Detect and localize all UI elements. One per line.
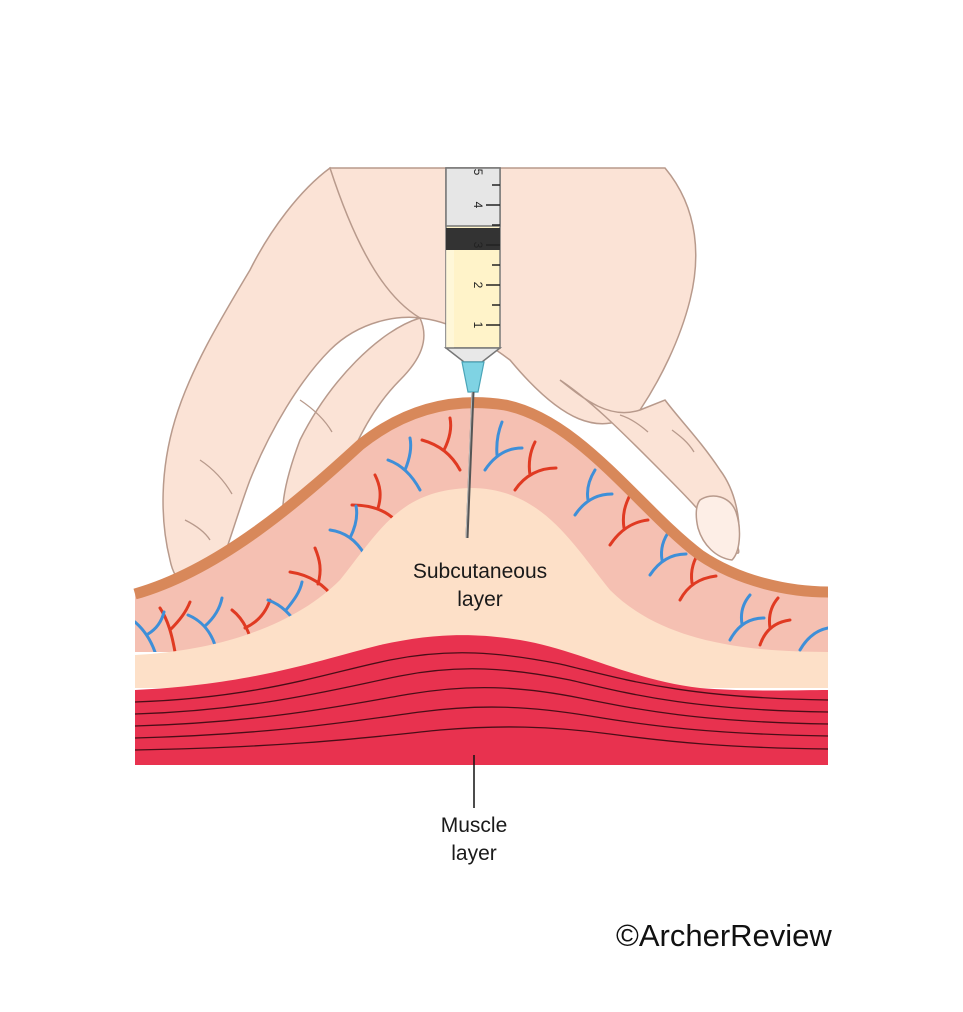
subcutaneous-label-line1: Subcutaneous [412, 560, 548, 583]
muscle-label-line2: layer [451, 842, 497, 865]
subcutaneous-layer-label: Subcutaneous layer [380, 558, 580, 614]
muscle-layer-label: Muscle layer [374, 812, 574, 868]
syringe-scale-1: 1 [471, 322, 485, 329]
needle-icon [465, 391, 475, 539]
muscle-layer [134, 635, 829, 765]
syringe-icon: 1 2 3 4 5 [443, 167, 503, 393]
copyright-text: ©ArcherReview [616, 918, 832, 953]
subcutaneous-layer [135, 488, 828, 688]
syringe-scale-4: 4 [471, 202, 485, 209]
epidermis-layer [133, 397, 829, 600]
syringe-scale-3: 3 [471, 242, 485, 249]
syringe-scale-2: 2 [471, 282, 485, 289]
subcutaneous-label-line2: layer [457, 588, 503, 611]
syringe-scale-5: 5 [471, 169, 485, 176]
muscle-label-line1: Muscle [440, 814, 508, 837]
